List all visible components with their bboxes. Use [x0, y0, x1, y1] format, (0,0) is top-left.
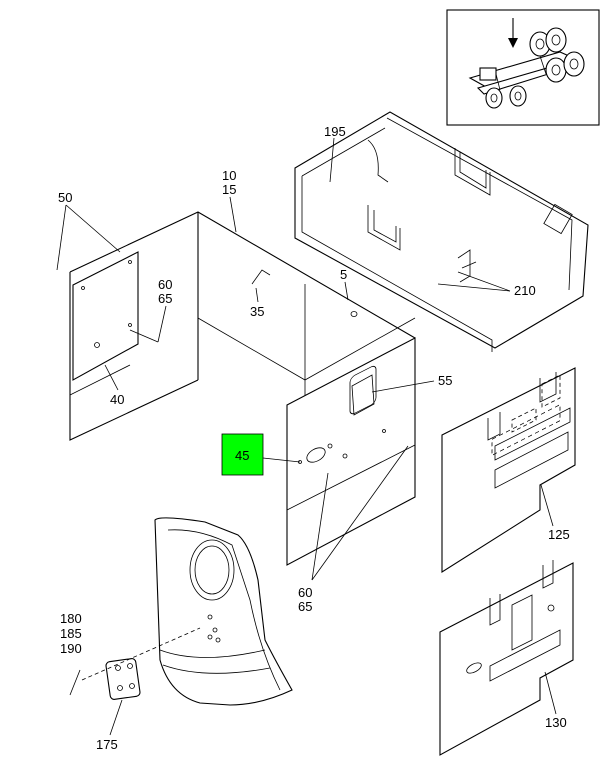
callout-5: 5 — [340, 267, 347, 282]
inset-frame — [446, 9, 600, 126]
callout-190: 190 — [60, 641, 82, 656]
callout-125: 125 — [548, 527, 570, 542]
callout-labels: 50 10 15 195 60 65 5 35 210 55 40 45 125… — [58, 124, 570, 752]
callout-65-lower: 65 — [298, 599, 312, 614]
panel-195 — [294, 111, 589, 352]
callout-60-lower: 60 — [298, 585, 312, 600]
bracket-175 — [105, 658, 141, 700]
callout-10: 10 — [222, 168, 236, 183]
locator-inset — [446, 9, 600, 126]
panel-130 — [439, 560, 574, 756]
callout-55: 55 — [438, 373, 452, 388]
callout-50: 50 — [58, 190, 72, 205]
locator-arrow-icon — [508, 38, 518, 48]
callout-185: 185 — [60, 626, 82, 641]
callout-175: 175 — [96, 737, 118, 752]
panel-125 — [441, 367, 576, 573]
callout-65-upper: 65 — [158, 291, 172, 306]
callout-195: 195 — [324, 124, 346, 139]
callout-130: 130 — [545, 715, 567, 730]
highlight-45[interactable] — [221, 433, 264, 476]
callout-45[interactable]: 45 — [235, 448, 249, 463]
callout-210: 210 — [514, 283, 536, 298]
panel-50 — [72, 251, 139, 381]
sleeper-box — [69, 211, 416, 566]
callout-15: 15 — [222, 182, 236, 197]
callout-35: 35 — [250, 304, 264, 319]
leader-lines — [56, 137, 557, 736]
callout-60-upper: 60 — [158, 277, 172, 292]
callout-40: 40 — [110, 392, 124, 407]
side-trim-panel — [154, 517, 293, 706]
callout-180: 180 — [60, 611, 82, 626]
truck-chassis-icon — [468, 27, 585, 109]
speaker-icon — [189, 539, 235, 601]
